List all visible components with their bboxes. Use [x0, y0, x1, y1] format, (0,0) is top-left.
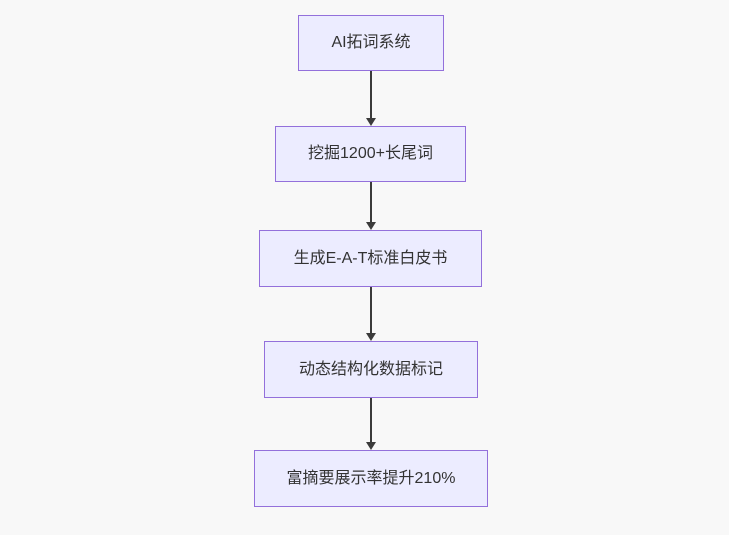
edge-line-2: [370, 182, 372, 222]
flowchart-node-longtail-keywords: 挖掘1200+长尾词: [275, 126, 466, 182]
arrow-down-icon: [366, 222, 376, 230]
node-label: 生成E-A-T标准白皮书: [293, 249, 448, 267]
node-label: 挖掘1200+长尾词: [308, 145, 433, 163]
flowchart-node-eat-whitepaper: 生成E-A-T标准白皮书: [259, 230, 482, 287]
edge-line-4: [370, 398, 372, 442]
arrow-down-icon: [366, 333, 376, 341]
flowchart-node-rich-snippet-rate: 富摘要展示率提升210%: [254, 450, 488, 507]
edge-line-1: [370, 71, 372, 118]
flowchart-node-structured-data-markup: 动态结构化数据标记: [264, 341, 478, 398]
node-label: 动态结构化数据标记: [298, 360, 443, 378]
arrow-down-icon: [366, 118, 376, 126]
flowchart-node-ai-word-expansion: AI拓词系统: [298, 15, 444, 71]
arrow-down-icon: [366, 442, 376, 450]
node-label: 富摘要展示率提升210%: [286, 469, 456, 487]
edge-line-3: [370, 287, 372, 333]
node-label: AI拓词系统: [331, 34, 411, 52]
